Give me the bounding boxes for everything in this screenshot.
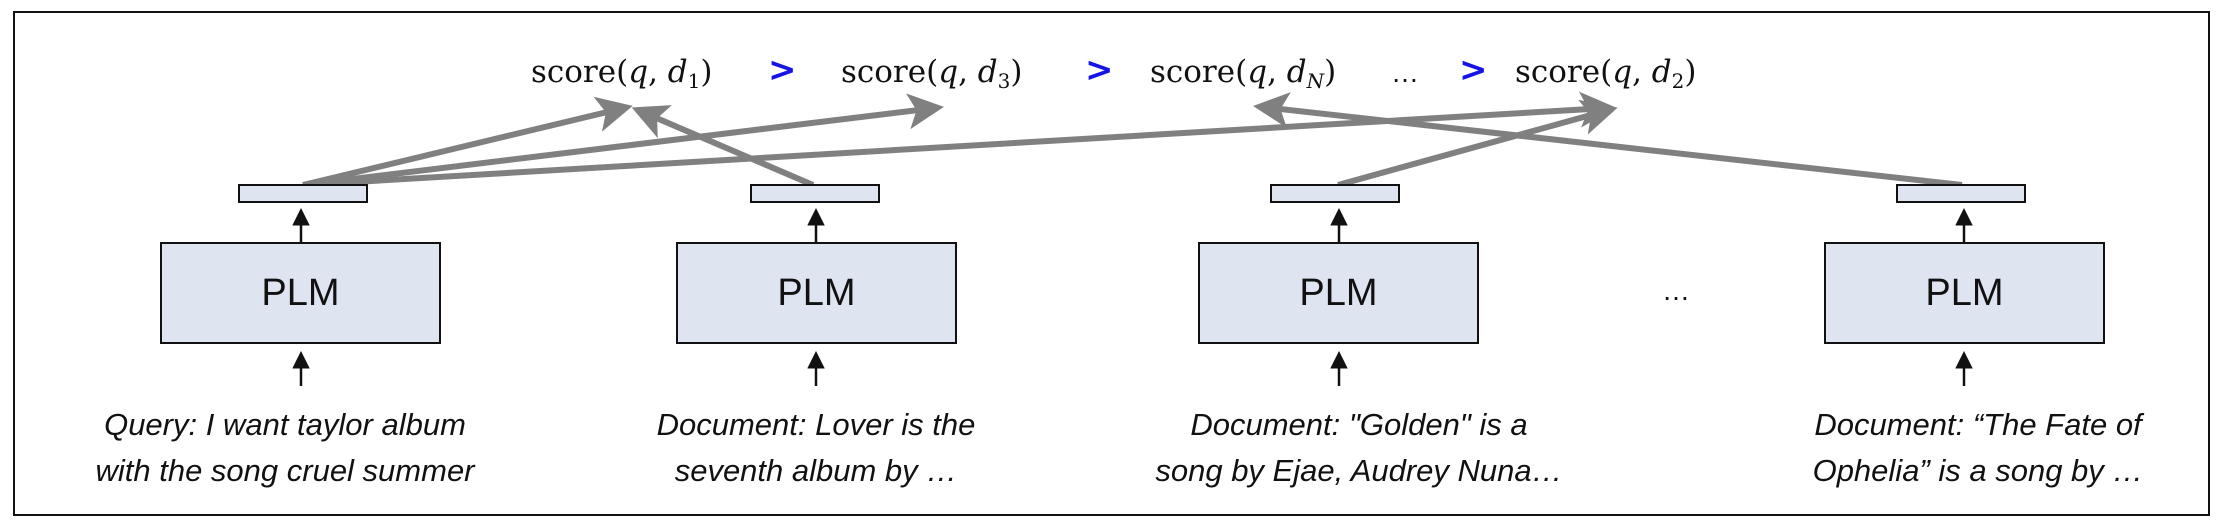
caption-line: Ophelia” is a song by …	[1812, 453, 2144, 488]
caption-line: with the song cruel summer	[95, 453, 475, 488]
score-func: score	[1515, 54, 1601, 90]
connection-doc2-to-d2	[1337, 99, 1618, 188]
plm-encoder-doc2: PLM	[1198, 242, 1479, 344]
diagram-frame	[13, 11, 2210, 516]
caption-line: Document: “The Fate of	[1814, 407, 2142, 442]
caption-line: song by Ejae, Audrey Nuna…	[1155, 453, 1563, 488]
score-doc-var: d	[977, 54, 998, 90]
plm-label: PLM	[777, 271, 856, 314]
greater-than-1: >	[768, 50, 797, 90]
encoder-ellipsis: …	[1662, 275, 1690, 306]
score-query-var: q	[1612, 54, 1633, 90]
plm-encoder-query: PLM	[160, 242, 441, 344]
query-embedding	[238, 184, 368, 203]
doc3-embedding	[1896, 184, 2026, 203]
caption-line: Document: "Golden" is a	[1190, 407, 1528, 442]
plm-label: PLM	[261, 271, 340, 314]
score-func: score	[841, 54, 927, 90]
score-query-var: q	[938, 54, 959, 90]
score-func: score	[531, 54, 617, 90]
connection-doc1-to-d1	[631, 105, 815, 188]
score-doc-index: 2	[1671, 69, 1685, 93]
score-d1: score(q, d1)	[531, 54, 713, 93]
connection-query-to-d3	[302, 93, 944, 188]
plm-label: PLM	[1299, 271, 1378, 314]
caption-line: Document: Lover is the	[656, 407, 976, 442]
score-doc-var: d	[1651, 54, 1672, 90]
score-d2: score(q, d2)	[1515, 54, 1697, 93]
score-ellipsis: …	[1391, 57, 1419, 88]
doc2-embedding	[1270, 184, 1400, 203]
score-d3: score(q, d3)	[841, 54, 1023, 93]
doc3-caption: Document: “The Fate of Ophelia” is a son…	[1718, 402, 2226, 494]
plm-encoder-doc1: PLM	[676, 242, 957, 344]
caption-line: Query: I want taylor album	[104, 407, 466, 442]
caption-line: seventh album by …	[674, 453, 958, 488]
connection-doc3-to-dN	[1253, 92, 1963, 188]
doc2-caption: Document: "Golden" is a song by Ejae, Au…	[1099, 402, 1619, 494]
score-doc-var: d	[1286, 54, 1307, 90]
score-query-var: q	[1247, 54, 1268, 90]
score-doc-index: N	[1306, 69, 1325, 93]
doc1-embedding	[750, 184, 880, 203]
plm-label: PLM	[1925, 271, 2004, 314]
connection-query-to-d1	[302, 96, 633, 188]
query-caption: Query: I want taylor album with the song…	[25, 402, 545, 494]
score-func: score	[1150, 54, 1236, 90]
doc1-caption: Document: Lover is the seventh album by …	[556, 402, 1076, 494]
connection-query-to-d2	[302, 91, 1616, 188]
plm-encoder-doc3: PLM	[1824, 242, 2105, 344]
score-query-var: q	[628, 54, 649, 90]
score-dN: score(q, dN)	[1150, 54, 1337, 93]
greater-than-2: >	[1085, 50, 1114, 90]
greater-than-3: >	[1459, 50, 1488, 90]
score-doc-var: d	[667, 54, 688, 90]
score-doc-index: 3	[997, 69, 1011, 93]
score-doc-index: 1	[687, 69, 701, 93]
